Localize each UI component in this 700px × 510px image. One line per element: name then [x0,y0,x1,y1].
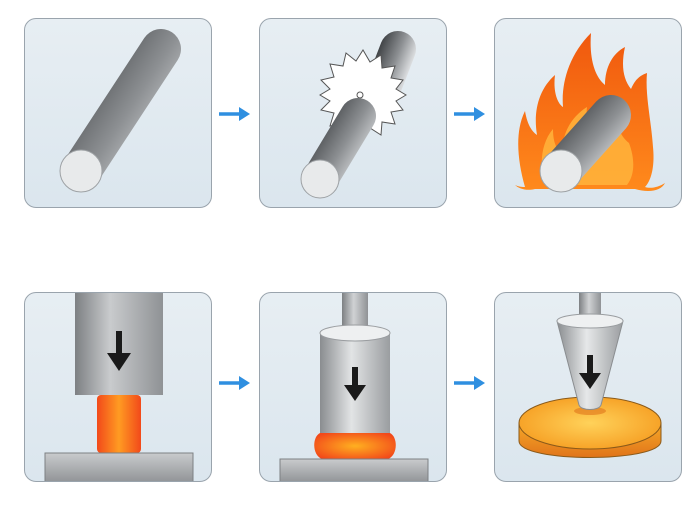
anvil-base [44,452,194,481]
step-panel-piercing [494,292,682,482]
press-stem [579,293,601,319]
press-down-arrow [107,331,131,371]
piercing-illustration [518,293,662,458]
step-panel-steel-bar [24,18,212,208]
step-panel-upsetting [24,292,212,482]
anvil-base [279,458,429,481]
step-panel-heating [494,18,682,208]
hot-billet [97,395,141,453]
flow-arrow-2 [452,104,488,124]
step-panel-saw-cutting [259,18,447,208]
rod-lower-piece [300,98,376,199]
hot-steel-rod [539,95,631,193]
upsetting-illustration [44,293,194,481]
step-panel-forging-die [259,292,447,482]
saw-cutting-illustration [300,31,416,199]
press-down-arrow [344,367,366,401]
forging-die-illustration [279,293,429,481]
press-down-arrow [579,355,601,389]
flow-arrow-3 [217,373,253,393]
heating-illustration [515,33,665,193]
flow-arrow-4 [452,373,488,393]
hot-workpiece [314,433,396,459]
steel-rod [59,29,181,193]
flow-arrow-1 [217,104,253,124]
hot-disk [518,396,662,458]
steel-bar-illustration [59,29,181,193]
